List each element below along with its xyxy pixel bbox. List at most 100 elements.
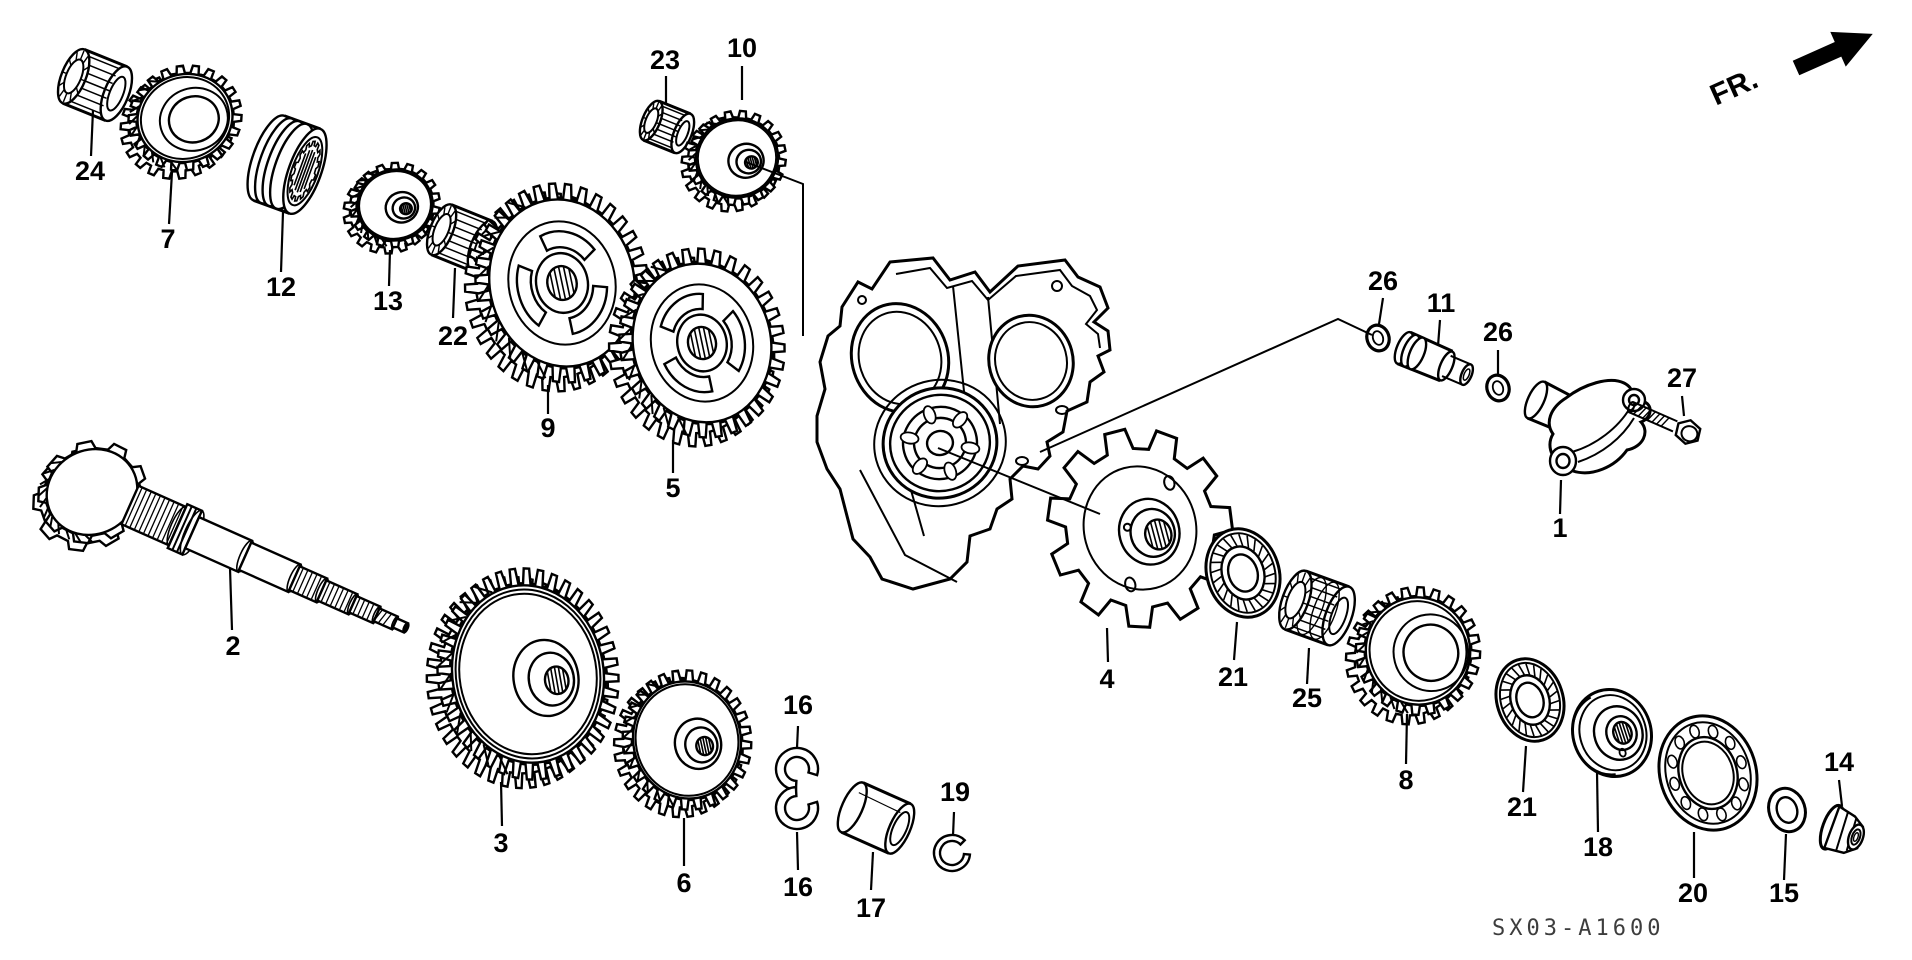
part-needle-bearing-24: [56, 47, 134, 123]
part-taper-bearing-21b: [1494, 657, 1566, 743]
leader-line-8: [1404, 713, 1409, 765]
shaft-body: [119, 484, 410, 634]
transmission-case: [815, 256, 1112, 591]
part-label-23: 23: [650, 45, 680, 75]
part-label-1: 1: [1552, 513, 1567, 543]
gear-shape: [612, 669, 753, 819]
leader-line-16: [795, 725, 800, 749]
o-ring-shape: [1485, 373, 1511, 403]
part-label-18: 18: [1583, 832, 1613, 862]
part-label-15: 15: [1769, 878, 1799, 908]
part-label-9: 9: [540, 413, 555, 443]
part-label-11: 11: [1427, 288, 1456, 318]
part-label-21: 21: [1507, 792, 1537, 822]
leader-line-22: [451, 267, 457, 319]
part-needle-bearing-23: [638, 99, 696, 155]
case-shape: [815, 256, 1112, 591]
part-ball-bearing-20: [1657, 714, 1759, 832]
case-bearing: [873, 378, 1007, 508]
part-label-16: 16: [783, 690, 813, 720]
part-label-26: 26: [1483, 317, 1513, 347]
gear-shape: [119, 64, 243, 180]
parts-layer: [32, 47, 1866, 873]
leader-line-1: [1558, 479, 1563, 515]
part-gear-8: [1344, 585, 1482, 726]
part-gear-7: [119, 64, 243, 180]
leader-line-3: [499, 781, 504, 827]
gear-shape: [342, 161, 441, 255]
part-gear-13: [342, 161, 441, 255]
assembly-leader-line: [937, 447, 1101, 515]
part-bolt-27: [1627, 401, 1702, 446]
part-label-21: 21: [1218, 662, 1248, 692]
gear-shape: [607, 247, 786, 448]
gear-shape: [680, 109, 788, 213]
part-label-22: 22: [438, 321, 468, 351]
needle-bearing-shape: [56, 47, 134, 123]
case-bore: [987, 313, 1075, 409]
leader-line-25: [1305, 647, 1311, 685]
leader-line-12: [279, 211, 285, 273]
part-label-10: 10: [727, 33, 757, 63]
part-label-26: 26: [1368, 266, 1398, 296]
leader-line-7: [167, 171, 174, 225]
taper-bearing-shape: [1204, 527, 1282, 619]
part-gear-3: [425, 567, 620, 790]
part-gear-10: [680, 109, 788, 213]
part-speedo-holder-1: [1523, 378, 1652, 477]
part-lock-nut-14: [1818, 803, 1866, 855]
assembly-leader-line: [745, 161, 804, 336]
part-label-14: 14: [1824, 747, 1854, 777]
part-label-20: 20: [1678, 878, 1708, 908]
part-label-25: 25: [1292, 683, 1322, 713]
washer-shape: [1767, 786, 1807, 834]
part-label-7: 7: [160, 224, 175, 254]
part-collar-17: [836, 781, 916, 855]
part-label-24: 24: [75, 156, 105, 186]
part-gear-6: [612, 669, 753, 819]
part-synchro-sleeve-12: [246, 114, 328, 216]
leader-line-2: [228, 567, 234, 631]
leader-line-24: [89, 109, 95, 157]
part-washer-15: [1767, 786, 1807, 834]
part-clip-16-upper: [774, 746, 820, 792]
part-snap-ring-19: [932, 833, 972, 873]
part-gear-9: [463, 182, 650, 393]
leader-line-4: [1105, 627, 1110, 663]
leader-line-21: [1232, 621, 1239, 661]
part-label-8: 8: [1398, 765, 1413, 795]
sensor-shape: [1393, 330, 1475, 387]
part-clip-16-lower: [774, 785, 820, 831]
collar-shape: [836, 781, 916, 855]
leader-line-17: [869, 851, 875, 891]
front-arrow-icon: [1792, 31, 1873, 76]
leader-line-13: [387, 249, 392, 287]
ball-bearing-shape: [1657, 714, 1759, 832]
leader-line-15: [1782, 833, 1788, 881]
front-direction-marker: FR.: [1705, 31, 1873, 112]
o-ring-shape: [1365, 323, 1391, 353]
sleeve-shape: [246, 114, 328, 216]
taper-bearing-shape: [1494, 657, 1566, 743]
case-bore: [849, 302, 951, 414]
part-sensor-joint-11: [1393, 330, 1475, 387]
leader-line-14: [1837, 779, 1844, 807]
assembly-leader-line: [1039, 317, 1373, 453]
part-label-19: 19: [940, 777, 970, 807]
bolt-shape: [1627, 401, 1702, 446]
part-o-ring-26a: [1365, 323, 1391, 353]
leader-line-21: [1521, 745, 1528, 793]
shaft-shape: [32, 439, 410, 634]
leader-line-18: [1595, 771, 1600, 833]
nut-shape: [1818, 803, 1866, 855]
needle-bearing-shape: [1277, 569, 1357, 647]
part-label-2: 2: [225, 631, 240, 661]
part-label-6: 6: [676, 868, 691, 898]
gear-shape: [425, 567, 620, 790]
part-o-ring-26b: [1485, 373, 1511, 403]
part-gear-5: [607, 247, 786, 448]
spacer-shape: [1570, 687, 1654, 779]
